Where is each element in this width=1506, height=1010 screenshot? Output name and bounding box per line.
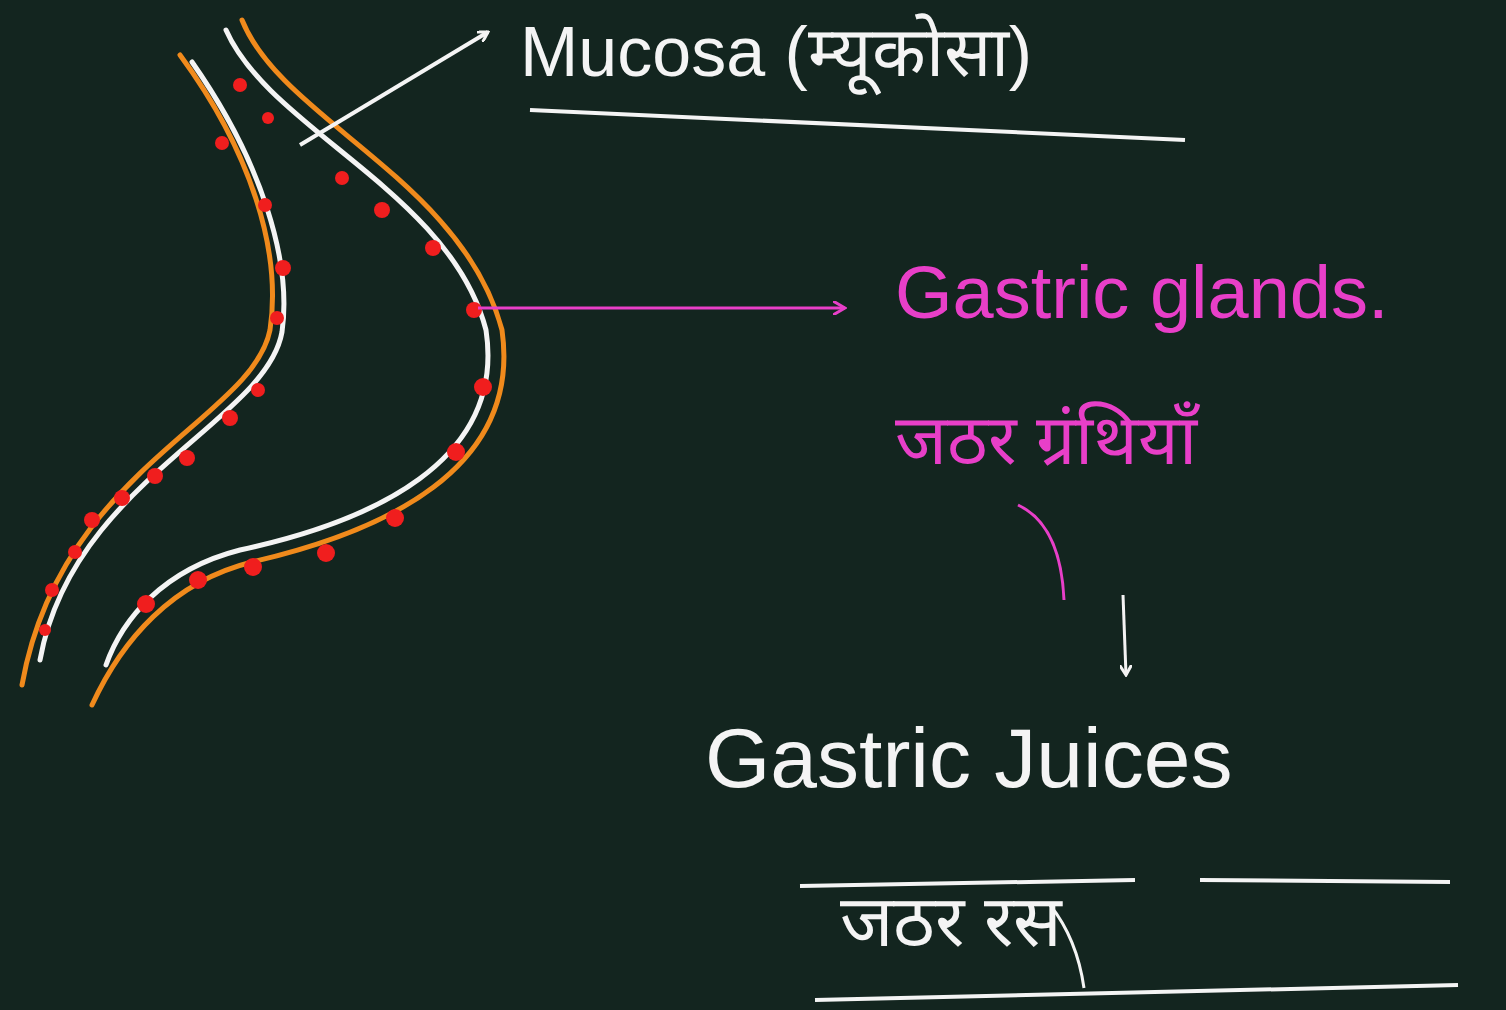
label-text: जठर रस xyxy=(840,880,1062,963)
stomach-wall xyxy=(22,20,504,705)
connector-line xyxy=(1018,505,1064,600)
label-text: Mucosa (म्यूकोसा) xyxy=(520,12,1032,93)
down-arrow xyxy=(1123,595,1126,675)
underline xyxy=(815,985,1458,1000)
leader-arrow xyxy=(478,307,845,310)
underline xyxy=(1200,880,1450,882)
label-text: Gastric glands. xyxy=(895,250,1389,335)
leader-arrow xyxy=(300,32,488,145)
label-text: Gastric Juices xyxy=(705,710,1232,807)
gastric-gland-dots xyxy=(39,78,492,636)
label-text: जठर ग्रंथियाँ xyxy=(895,400,1197,481)
underline xyxy=(530,110,1185,140)
